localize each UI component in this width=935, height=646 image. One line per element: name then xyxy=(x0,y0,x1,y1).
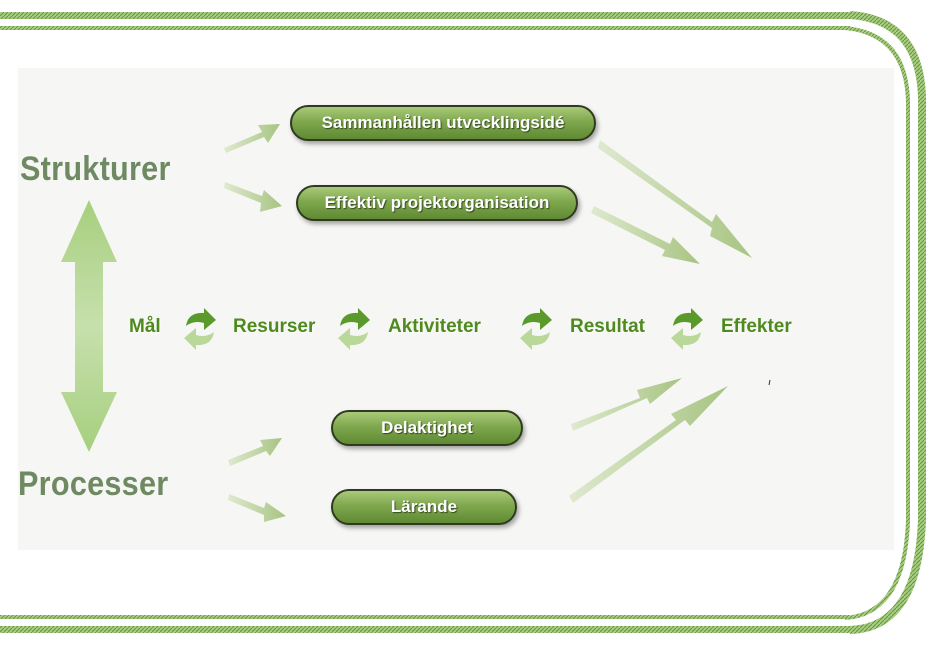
frame-top-stripe xyxy=(0,12,855,30)
arrow-to-idea-box xyxy=(224,124,280,153)
arrow-to-larande-box xyxy=(228,494,286,522)
organisation-box: Effektiv projektorganisation xyxy=(296,185,578,221)
flow-step-mal: Mål xyxy=(129,316,161,337)
flow-step-aktiviteter: Aktiviteter xyxy=(388,316,481,337)
arrow-to-organisation-box xyxy=(224,182,282,212)
cycle-arrows-icon xyxy=(671,308,703,350)
flow-step-resurser: Resurser xyxy=(233,316,316,337)
frame-right-border xyxy=(844,11,927,634)
flow-step-resultat: Resultat xyxy=(570,316,645,337)
flow-step-effekter: Effekter xyxy=(721,316,792,337)
delaktighet-box: Delaktighet xyxy=(331,410,523,446)
processes-label: Processer xyxy=(18,465,169,503)
cycle-arrows-icon xyxy=(338,308,370,350)
diagram-panel xyxy=(18,68,894,550)
stray-mark xyxy=(768,379,771,386)
arrow-to-delaktighet-box xyxy=(228,438,282,466)
idea-box: Sammanhållen utvecklingsidé xyxy=(290,105,596,141)
structures-label: Strukturer xyxy=(20,150,171,188)
cycle-arrows-icon xyxy=(184,308,216,350)
larande-box: Lärande xyxy=(331,489,517,525)
double-headed-arrow-icon xyxy=(61,200,117,452)
cycle-arrows-icon xyxy=(520,308,552,350)
frame-bottom-stripe xyxy=(0,615,852,633)
arrow-idea-to-effekter xyxy=(598,140,752,258)
arrow-larande-to-effekter xyxy=(569,386,728,503)
arrow-delaktighet-to-effekter xyxy=(571,378,682,431)
arrow-organisation-to-effekter xyxy=(591,206,700,264)
